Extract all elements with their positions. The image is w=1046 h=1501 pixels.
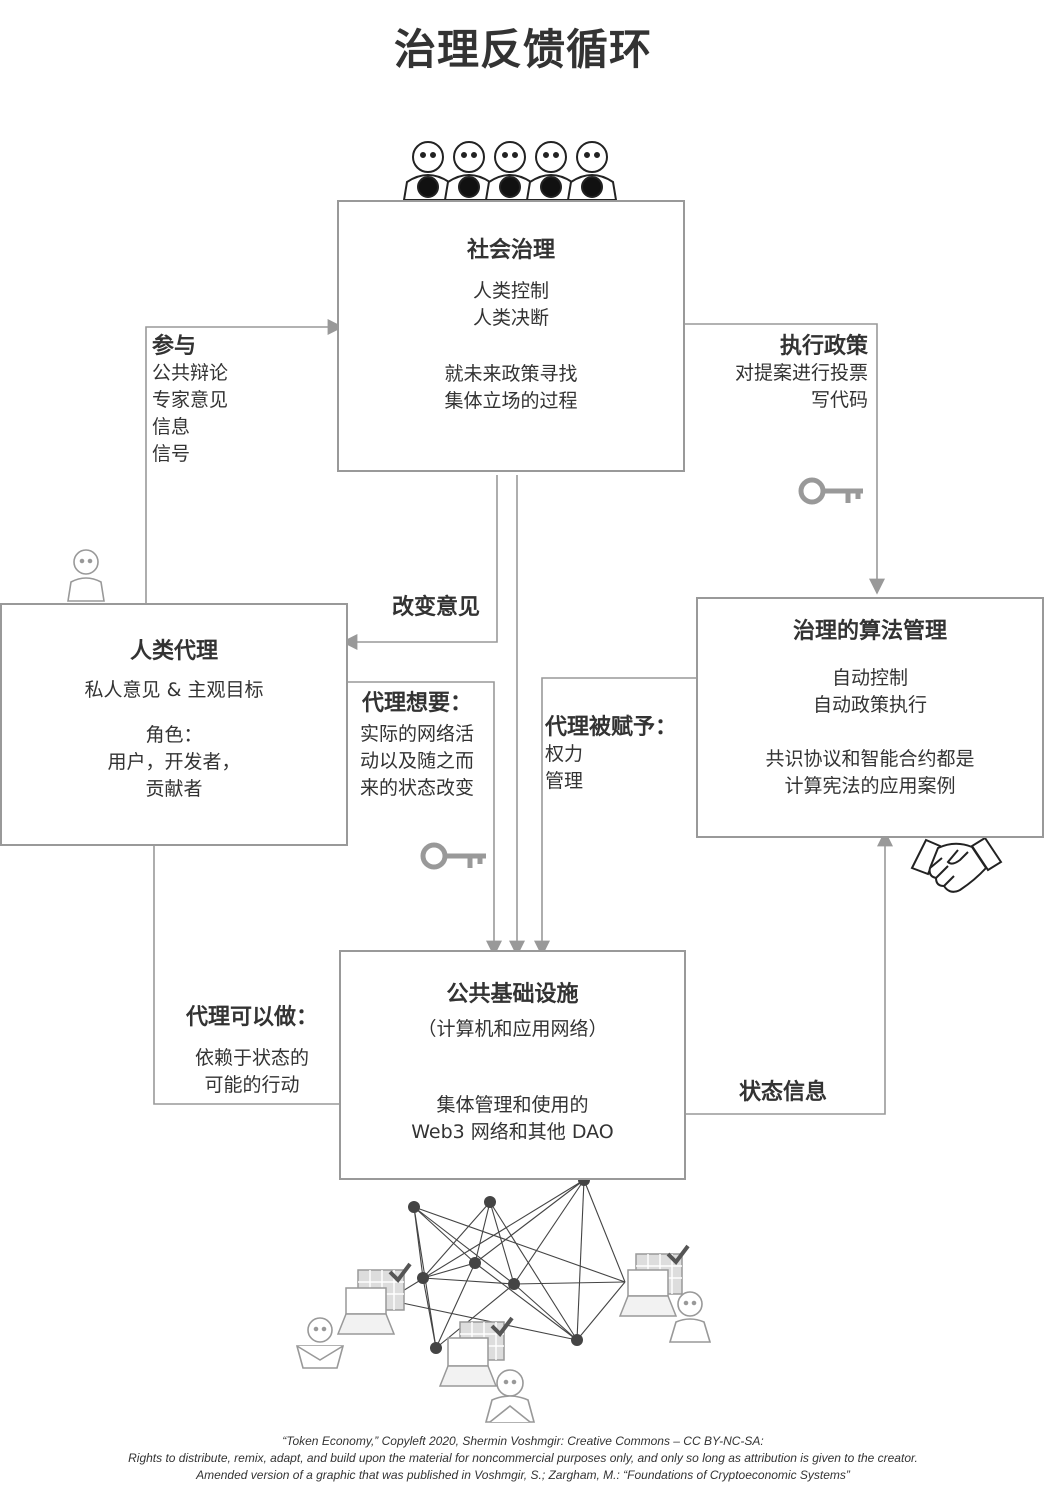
human-agent-heading: 人类代理	[129, 639, 218, 664]
public-infrastructure-line: Web3 网络和其他 DAO	[411, 1121, 614, 1143]
agent-wants-line: 实际的网络活	[360, 723, 475, 745]
algorithmic-governance-line: 共识协议和智能合约都是	[765, 748, 975, 770]
state-info-label: 状态信息	[739, 1080, 828, 1105]
laptop-icon	[618, 1253, 683, 1317]
public-infrastructure-line: （计算机和应用网络）	[417, 1018, 608, 1040]
participate-arrow	[145, 319, 344, 603]
agent-wants-label: 代理想要： 实际的网络活 动以及随之而 来的状态改变	[360, 690, 474, 802]
agent-wants-line: 动以及随之而	[360, 750, 475, 772]
human-agent-line: 私人意见 & 主观目标	[84, 679, 264, 701]
agent-can-arrow	[146, 828, 342, 1105]
agent-wants-arrow	[348, 681, 502, 957]
human-agent-line: 用户，开发者，	[107, 751, 241, 773]
network-icon	[387, 1174, 626, 1354]
algorithmic-governance-heading: 治理的算法管理	[792, 619, 947, 644]
laptop-icon	[336, 1269, 405, 1335]
agent-can-heading: 代理可以做：	[185, 1005, 318, 1030]
participate-item: 公共辩论	[152, 362, 229, 384]
public-infrastructure-box: 公共基础设施 （计算机和应用网络） 集体管理和使用的 Web3 网络和其他 DA…	[339, 950, 686, 1180]
participate-item: 信息	[152, 416, 191, 438]
social-governance-box: 社会治理 人类控制 人类决断 就未来政策寻找 集体立场的过程	[337, 200, 685, 472]
agent-granted-line: 管理	[545, 770, 584, 792]
social-governance-line: 就未来政策寻找	[444, 363, 578, 385]
execute-arrow	[684, 323, 885, 595]
agent-granted-line: 权力	[545, 743, 584, 765]
algorithmic-governance-line: 自动政策执行	[812, 694, 927, 716]
agent-granted-label: 代理被赋予： 权力 管理	[545, 714, 677, 795]
social-governance-line: 人类控制	[472, 280, 549, 302]
change-opinion-arrow	[341, 475, 498, 650]
public-infrastructure-line: 集体管理和使用的	[436, 1094, 589, 1116]
credit-text: “Token Economy,” Copyleft 2020, Shermin …	[0, 1433, 1046, 1484]
laptop-icon	[438, 1321, 505, 1387]
algorithmic-governance-box: 治理的算法管理 自动控制 自动政策执行 共识协议和智能合约都是 计算宪法的应用案…	[696, 597, 1044, 838]
person-icon	[484, 1369, 536, 1423]
agent-wants-heading: 代理想要：	[362, 691, 473, 716]
key-icon	[798, 477, 863, 505]
change-opinion-label: 改变意见	[392, 595, 481, 620]
checkmark-icon	[388, 1262, 412, 1284]
human-agent-line: 角色：	[145, 724, 203, 746]
key-icon	[420, 842, 486, 870]
participate-item: 信号	[152, 443, 191, 465]
agent-granted-arrow	[534, 677, 697, 957]
agent-can-line: 依赖于状态的	[194, 1047, 309, 1069]
execute-policy-label: 执行政策 对提案进行投票 写代码	[700, 333, 868, 414]
agent-granted-heading: 代理被赋予：	[545, 715, 678, 740]
social-governance-line: 人类决断	[472, 307, 549, 329]
social-governance-heading: 社会治理	[466, 238, 555, 263]
person-group-icon	[402, 141, 618, 201]
execute-policy-line: 写代码	[810, 389, 868, 411]
algorithmic-governance-line: 计算宪法的应用案例	[784, 775, 956, 797]
credit-line: Amended version of a graphic that was pu…	[196, 1468, 850, 1482]
agent-wants-line: 来的状态改变	[360, 777, 475, 799]
participate-label: 参与 公共辩论 专家意见 信息 信号	[152, 333, 228, 468]
social-governance-line: 集体立场的过程	[444, 390, 578, 412]
execute-policy-heading: 执行政策	[779, 334, 868, 359]
participate-item: 专家意见	[152, 389, 229, 411]
person-icon	[295, 1317, 345, 1369]
execute-policy-line: 对提案进行投票	[734, 362, 868, 384]
state-info-arrow	[686, 830, 893, 1115]
agent-can-label: 代理可以做： 依赖于状态的 可能的行动	[174, 1004, 330, 1099]
person-icon	[668, 1291, 712, 1343]
human-agent-line: 贡献者	[145, 778, 203, 800]
page-title: 治理反馈循环	[393, 25, 652, 74]
participate-heading: 参与	[152, 334, 197, 359]
credit-line: “Token Economy,” Copyleft 2020, Shermin …	[282, 1434, 764, 1448]
public-infrastructure-heading: 公共基础设施	[446, 982, 579, 1007]
person-icon	[67, 549, 105, 602]
credit-line: Rights to distribute, remix, adapt, and …	[128, 1451, 918, 1465]
agent-can-line: 可能的行动	[204, 1074, 300, 1096]
checkmark-icon	[490, 1316, 514, 1338]
human-agent-box: 人类代理 私人意见 & 主观目标 角色： 用户，开发者， 贡献者	[0, 603, 348, 846]
handshake-icon	[910, 836, 1003, 893]
checkmark-icon	[666, 1244, 690, 1266]
algorithmic-governance-line: 自动控制	[831, 667, 908, 689]
